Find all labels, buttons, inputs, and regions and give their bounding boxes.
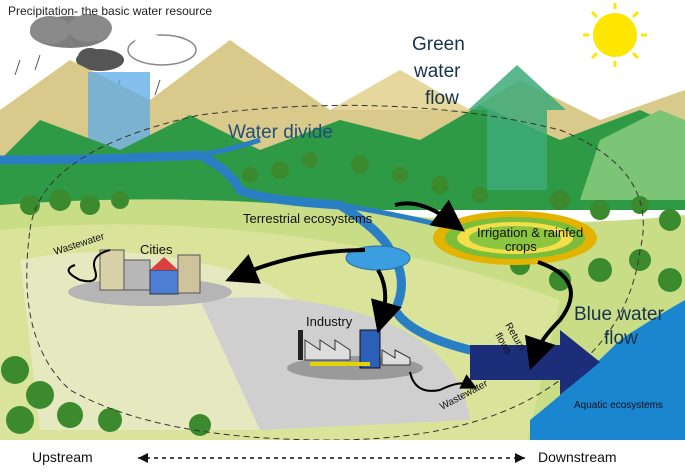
forest-band (1, 152, 682, 436)
footer-band (0, 440, 685, 473)
water-divide-label: Water divide (228, 122, 333, 143)
white-cloud-icon (127, 34, 197, 66)
blue-water-label-line2: flow (604, 328, 638, 349)
green-water-arrow (468, 65, 566, 190)
left-arrowhead-icon (138, 453, 148, 463)
green-water-label-line3: flow (425, 88, 459, 109)
water-divide-boundary (26, 104, 644, 441)
green-water-label-line2: water (413, 61, 461, 82)
industry-icon (287, 329, 423, 380)
blue-water-label-line1: Blue water (574, 304, 664, 325)
downstream-label: Downstream (538, 449, 617, 465)
rain-cloud-icon (30, 14, 112, 48)
light-green-hill (580, 110, 685, 200)
city-icon (68, 249, 232, 306)
sun-icon (583, 3, 647, 67)
cities-label: Cities (140, 242, 173, 257)
header-title: Precipitation- the basic water resource (8, 4, 212, 18)
green-water-label-line1: Green (412, 34, 465, 55)
terrestrial-label: Terrestrial ecosystems (243, 211, 373, 226)
aquatic-label: Aquatic ecosystems (574, 400, 663, 411)
irrigation-label-line2: crops (505, 239, 537, 254)
irrigation-label-line1: Irrigation & rainfed (477, 225, 583, 240)
ocean (530, 300, 685, 473)
industry-label: Industry (306, 314, 353, 329)
river-tributary (199, 137, 261, 158)
upstream-label: Upstream (32, 449, 93, 465)
mountain-peak (330, 70, 470, 110)
right-arrowhead-icon (515, 453, 525, 463)
precipitation-column (88, 72, 150, 152)
dark-cloud-icon (76, 48, 124, 71)
irrigation-field-icon (433, 211, 597, 265)
flow-arrows (67, 199, 573, 392)
